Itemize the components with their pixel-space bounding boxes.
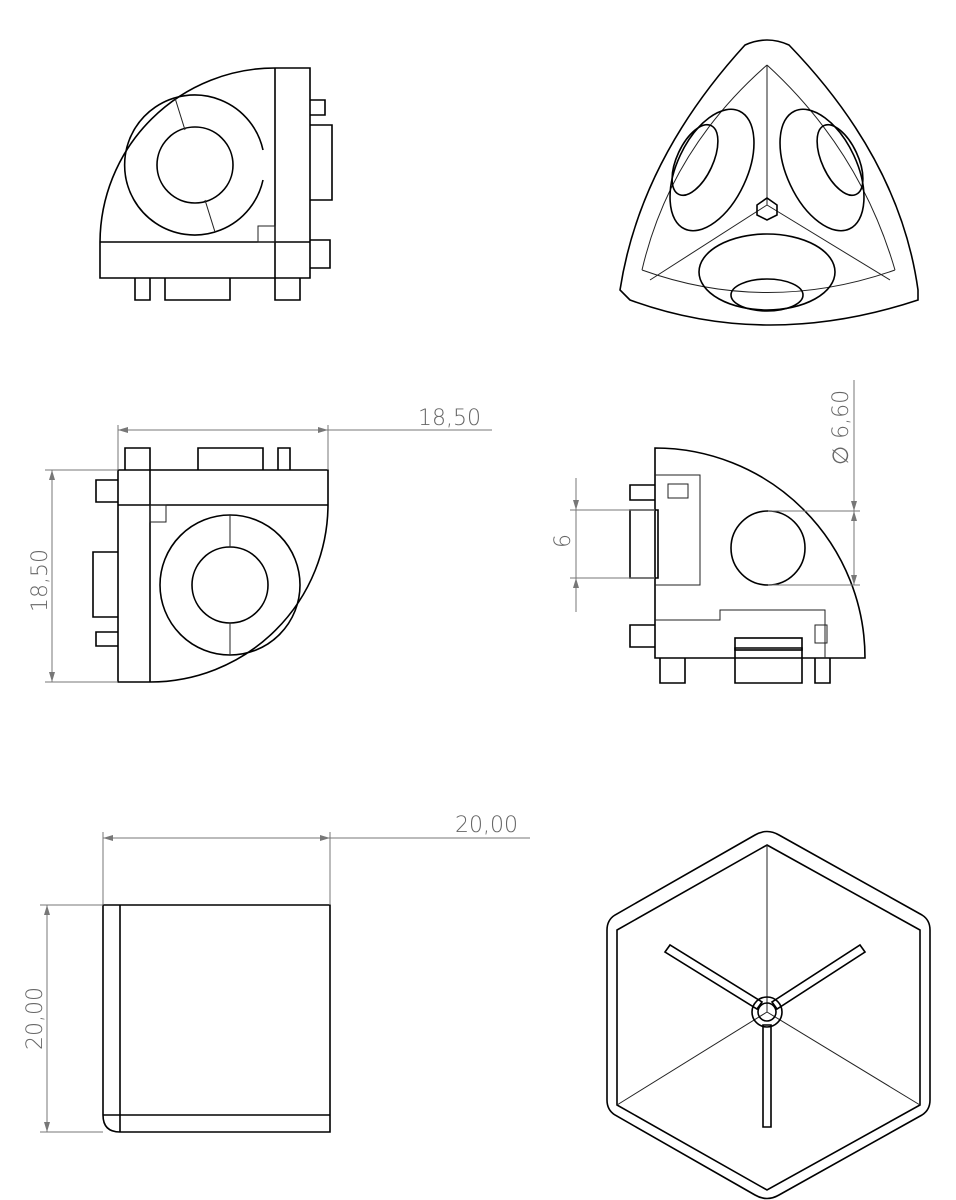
dimension-height: 18,50: [28, 469, 118, 683]
dimension-label: 20,00: [23, 987, 48, 1050]
dimension-label: ∅ 6,60: [829, 390, 854, 465]
dimension-hole-diameter: ∅ 6,60: [768, 380, 860, 586]
view-side-right: 6 ∅ 6,60: [551, 380, 866, 684]
dimension-hole-offset: 6: [551, 478, 655, 612]
dimension-label: 18,50: [418, 406, 481, 431]
dimension-label: 20,00: [455, 813, 518, 838]
view-side-left: 18,50 18,50: [28, 406, 492, 683]
dimension-height: 20,00: [23, 904, 103, 1133]
view-isometric-bottom: [606, 830, 931, 1200]
view-front-square: 20,00 20,00: [23, 813, 530, 1133]
dimension-width: 18,50: [117, 406, 492, 470]
view-isometric-top: [619, 39, 919, 326]
dimension-label: 18,50: [28, 549, 53, 612]
dimension-width: 20,00: [102, 813, 530, 905]
dimension-label: 6: [551, 534, 576, 548]
view-top-left: [99, 67, 333, 301]
